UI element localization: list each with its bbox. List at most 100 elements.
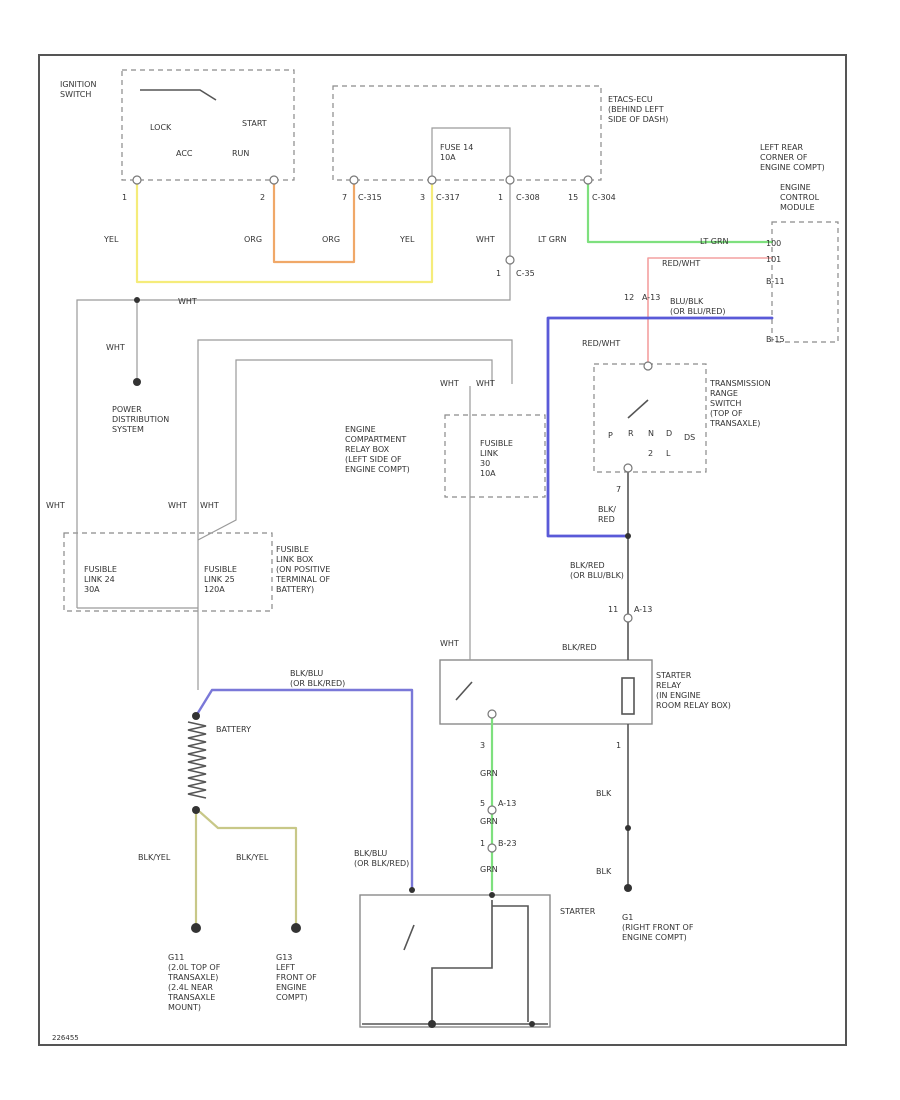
label-blk-1: BLK — [596, 789, 612, 798]
conn-c317: C-317 — [436, 193, 460, 202]
footer-code: 226455 — [52, 1034, 79, 1042]
connector-ign-2 — [269, 175, 279, 185]
label-wht-3: WHT — [106, 343, 125, 352]
starter-ground-left — [428, 1020, 436, 1028]
trs-pos-2: 2 — [648, 449, 653, 458]
ground-g1 — [624, 884, 632, 892]
pin-etacs-3: 3 — [420, 193, 425, 202]
pin-b23-1: 1 — [480, 839, 485, 848]
label-wht-1: WHT — [476, 235, 495, 244]
wire-org — [272, 180, 356, 264]
trs-pos-d: D — [666, 429, 672, 438]
pin-etacs-1: 1 — [498, 193, 503, 202]
battery-cells — [187, 721, 207, 799]
label-grn-2: GRN — [480, 817, 498, 826]
label-org-1: ORG — [244, 235, 262, 244]
starter-relay-coil — [621, 677, 635, 715]
connector-trs-7 — [623, 463, 633, 473]
pin-a13-5: 5 — [480, 799, 485, 808]
label-wht-9: WHT — [440, 639, 459, 648]
trs-pos-p: P — [608, 431, 613, 440]
pin-relay-1: 1 — [616, 741, 621, 750]
label-yel-1: YEL — [103, 235, 119, 244]
pin-c35: 1 — [496, 269, 501, 278]
pin-relay-3: 3 — [480, 741, 485, 750]
label-wht-4: WHT — [440, 379, 459, 388]
ignition-switch-box — [121, 69, 295, 181]
ecm-box — [771, 221, 839, 343]
connector-etacs-7 — [349, 175, 359, 185]
splice-battery-pos — [192, 712, 200, 720]
splice-wht — [134, 297, 140, 303]
conn-c315: C-315 — [358, 193, 382, 202]
connector-etacs-3 — [427, 175, 437, 185]
conn-a13-relay: A-13 — [634, 605, 652, 614]
trs-switch-contact — [627, 399, 649, 419]
ignition-start-label: START — [242, 119, 267, 128]
wire-yel — [135, 180, 434, 284]
pin-trs-7: 7 — [616, 485, 621, 494]
wire-blk-blu — [194, 688, 414, 892]
label-grn-1: GRN — [480, 769, 498, 778]
label-blkblu-1: BLK/BLU(OR BLK/RED) — [290, 669, 345, 688]
starter-internal — [431, 900, 493, 1022]
label-yel-2: YEL — [399, 235, 415, 244]
starter-ground-right — [529, 1021, 535, 1027]
label-blkblu-2: BLK/BLU(OR BLK/RED) — [354, 849, 409, 868]
pin-trs-12: 12 — [624, 293, 634, 302]
wire-wht-2 — [197, 339, 513, 690]
pin-ign-1: 1 — [122, 193, 127, 202]
diagram-frame — [38, 54, 847, 1046]
trs-pos-r: R — [628, 429, 634, 438]
label-redwht-2: RED/WHT — [582, 339, 620, 348]
ecm-num-100: 100 — [766, 239, 781, 248]
conn-a13-trs: A-13 — [642, 293, 660, 302]
battery-label: BATTERY — [216, 725, 251, 734]
label-redwht-1: RED/WHT — [662, 259, 700, 268]
connector-trs-12 — [643, 361, 653, 371]
connector-a13-grn — [487, 805, 497, 815]
engine-relay-box — [444, 414, 546, 498]
starter-switch-contact — [403, 924, 415, 951]
ground-g13 — [291, 923, 301, 933]
wire-wht-bus — [76, 282, 511, 608]
wire-etacs-fuse — [431, 127, 511, 182]
ignition-run-label: RUN — [232, 149, 249, 158]
connector-b23 — [487, 843, 497, 853]
conn-c304: C-304 — [592, 193, 616, 202]
wire-blu-blk — [546, 316, 774, 538]
label-blkyel-2: BLK/YEL — [236, 853, 269, 862]
connector-a13-relay — [623, 613, 633, 623]
starter-relay-contact — [455, 681, 473, 701]
connector-etacs-1 — [505, 175, 515, 185]
wire-wht-3 — [197, 359, 493, 541]
ignition-lock-label: LOCK — [150, 123, 172, 132]
wire-lt-grn — [586, 180, 774, 244]
connector-etacs-15 — [583, 175, 593, 185]
starter-terminal-b — [409, 887, 415, 893]
ground-g11 — [191, 923, 201, 933]
pin-etacs-7: 7 — [342, 193, 347, 202]
label-blkyel-1: BLK/YEL — [138, 853, 171, 862]
connector-c35 — [505, 255, 515, 265]
conn-a13-grn: A-13 — [498, 799, 516, 808]
label-blkred-3: BLK/RED — [562, 643, 597, 652]
label-blublk: BLU/BLK(OR BLU/RED) — [670, 297, 726, 316]
starter-terminal-s — [489, 892, 495, 898]
